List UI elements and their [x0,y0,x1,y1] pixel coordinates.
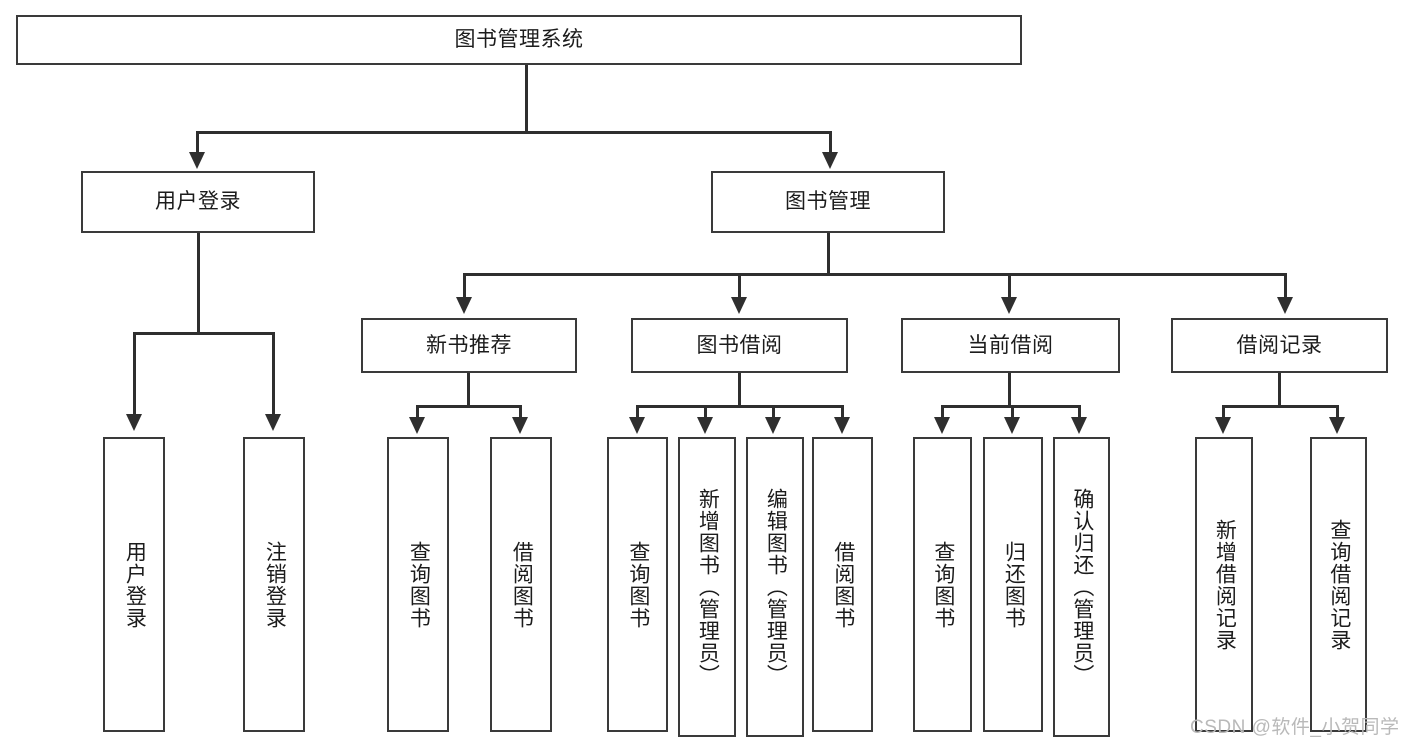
node-leaf-logout-label: 注销登录 [263,540,287,629]
connector-user-login-stem [197,233,200,335]
connector-borrow-record-bus [1222,405,1338,408]
node-leaf-query-record[interactable]: 查询借阅记录 [1310,437,1367,732]
node-leaf-query-book-1[interactable]: 查询图书 [387,437,449,732]
connector-new-book-to-leaf-1 [416,405,419,420]
node-leaf-user-login-label: 用户登录 [123,540,147,629]
connector-bm-to-book-borrow [738,273,741,301]
arrow-bb-to-leaf-2 [697,417,713,434]
connector-book-management-bus [463,273,1287,276]
arrow-br-to-leaf-2 [1329,417,1345,434]
connector-br-to-leaf-2 [1336,405,1339,420]
node-leaf-query-record-label: 查询借阅记录 [1327,518,1351,651]
node-book-borrow[interactable]: 图书借阅 [631,318,848,373]
node-leaf-query-book-1-label: 查询图书 [407,540,431,629]
connector-bb-to-leaf-3 [772,405,775,420]
node-leaf-query-book-2-label: 查询图书 [626,540,650,629]
arrow-bm-to-current-borrow [1001,297,1017,314]
node-current-borrow-label: 当前借阅 [967,333,1054,357]
connector-bm-to-new-book [463,273,466,301]
connector-user-login-bus [133,332,275,335]
node-leaf-return-book[interactable]: 归还图书 [983,437,1043,732]
node-leaf-confirm-return[interactable]: 确认归还（管理员） [1053,437,1110,737]
node-leaf-edit-book-label: 编辑图书（管理员） [764,488,788,686]
arrow-br-to-leaf-1 [1215,417,1231,434]
connector-book-management-stem [827,233,830,275]
node-leaf-query-book-2[interactable]: 查询图书 [607,437,668,732]
node-leaf-logout[interactable]: 注销登录 [243,437,305,732]
arrow-bm-to-borrow-record [1277,297,1293,314]
arrow-new-book-to-leaf-1 [409,417,425,434]
arrow-bm-to-book-borrow [731,297,747,314]
connector-cb-to-leaf-3 [1078,405,1081,420]
arrow-user-login-to-leaf-1 [126,414,142,431]
arrow-root-to-book-management [822,152,838,169]
node-root[interactable]: 图书管理系统 [16,15,1022,65]
connector-root-bus [196,131,832,134]
connector-root-to-user-login [196,131,199,156]
arrow-user-login-to-leaf-2 [265,414,281,431]
node-leaf-confirm-return-label: 确认归还（管理员） [1070,488,1094,686]
arrow-bb-to-leaf-1 [629,417,645,434]
node-leaf-borrow-book-1[interactable]: 借阅图书 [490,437,552,732]
arrow-root-to-user-login [189,152,205,169]
node-leaf-borrow-book-1-label: 借阅图书 [510,540,534,629]
arrow-cb-to-leaf-2 [1004,417,1020,434]
connector-book-borrow-bus [636,405,844,408]
connector-book-borrow-stem [738,373,741,407]
connector-current-borrow-stem [1008,373,1011,407]
node-borrow-record-label: 借阅记录 [1236,333,1323,357]
connector-user-login-to-leaf-2 [272,332,275,418]
connector-root-to-book-management [829,131,832,156]
node-leaf-borrow-book-2[interactable]: 借阅图书 [812,437,873,732]
connector-bb-to-leaf-2 [704,405,707,420]
node-leaf-add-record-label: 新增借阅记录 [1213,518,1237,651]
node-leaf-query-book-3-label: 查询图书 [931,540,955,629]
connector-root-stem [525,65,528,133]
arrow-bb-to-leaf-4 [834,417,850,434]
node-new-book-recommend[interactable]: 新书推荐 [361,318,577,373]
arrow-new-book-to-leaf-2 [512,417,528,434]
node-leaf-borrow-book-2-label: 借阅图书 [831,540,855,629]
node-book-management[interactable]: 图书管理 [711,171,945,233]
connector-new-book-bus [416,405,522,408]
connector-new-book-to-leaf-2 [519,405,522,420]
connector-cb-to-leaf-2 [1011,405,1014,420]
csdn-watermark: CSDN @软件_小贺同学 [1190,717,1400,738]
connector-bb-to-leaf-1 [636,405,639,420]
arrow-cb-to-leaf-1 [934,417,950,434]
node-current-borrow[interactable]: 当前借阅 [901,318,1120,373]
connector-bm-to-borrow-record [1284,273,1287,301]
connector-borrow-record-stem [1278,373,1281,407]
node-leaf-edit-book[interactable]: 编辑图书（管理员） [746,437,804,737]
connector-user-login-to-leaf-1 [133,332,136,418]
arrow-bm-to-new-book [456,297,472,314]
connector-new-book-stem [467,373,470,407]
node-new-book-recommend-label: 新书推荐 [426,333,512,357]
connector-cb-to-leaf-1 [941,405,944,420]
node-book-management-label: 图书管理 [785,190,871,214]
node-leaf-return-book-label: 归还图书 [1002,540,1026,629]
node-leaf-add-record[interactable]: 新增借阅记录 [1195,437,1253,732]
node-leaf-query-book-3[interactable]: 查询图书 [913,437,972,732]
node-leaf-add-book[interactable]: 新增图书（管理员） [678,437,736,737]
node-leaf-user-login[interactable]: 用户登录 [103,437,165,732]
node-root-label: 图书管理系统 [454,28,584,52]
node-user-login-label: 用户登录 [155,190,241,214]
node-leaf-add-book-label: 新增图书（管理员） [696,488,720,686]
connector-bb-to-leaf-4 [841,405,844,420]
node-book-borrow-label: 图书借阅 [696,333,783,357]
connector-bm-to-current-borrow [1008,273,1011,301]
node-borrow-record[interactable]: 借阅记录 [1171,318,1388,373]
arrow-cb-to-leaf-3 [1071,417,1087,434]
arrow-bb-to-leaf-3 [765,417,781,434]
connector-br-to-leaf-1 [1222,405,1225,420]
node-user-login[interactable]: 用户登录 [81,171,315,233]
